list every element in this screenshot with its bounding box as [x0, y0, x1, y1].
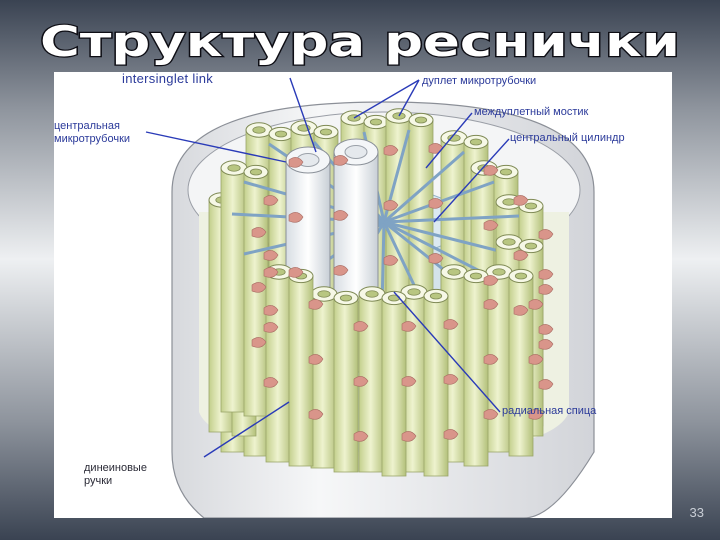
label-intersinglet-link: intersinglet link — [122, 72, 213, 85]
doublet-microtubule — [266, 265, 292, 462]
doublet-microtubule — [464, 269, 488, 466]
doublet-microtubule — [311, 287, 337, 468]
label-radial-spoke: радиальная спица — [502, 405, 596, 418]
slide-title-text: Структура реснички — [40, 17, 680, 66]
label-doublet-microtubule: дуплет микротрубочки — [422, 75, 536, 88]
doublet-microtubule — [221, 161, 247, 412]
label-dynein-arms: динеиновые ручки — [84, 462, 147, 488]
slide-number: 33 — [690, 505, 704, 520]
label-central-microtubules: центральная микротрубочки — [54, 120, 130, 146]
slide-title: Структура реснички — [0, 2, 720, 68]
label-central-cylinder: центральный цилиндр — [510, 132, 625, 145]
diagram-panel: intersinglet link дуплет микротрубочки м… — [54, 72, 672, 518]
label-interdoublet-bridge: междуплетный мостик — [474, 106, 588, 119]
doublet-microtubule — [289, 269, 313, 466]
